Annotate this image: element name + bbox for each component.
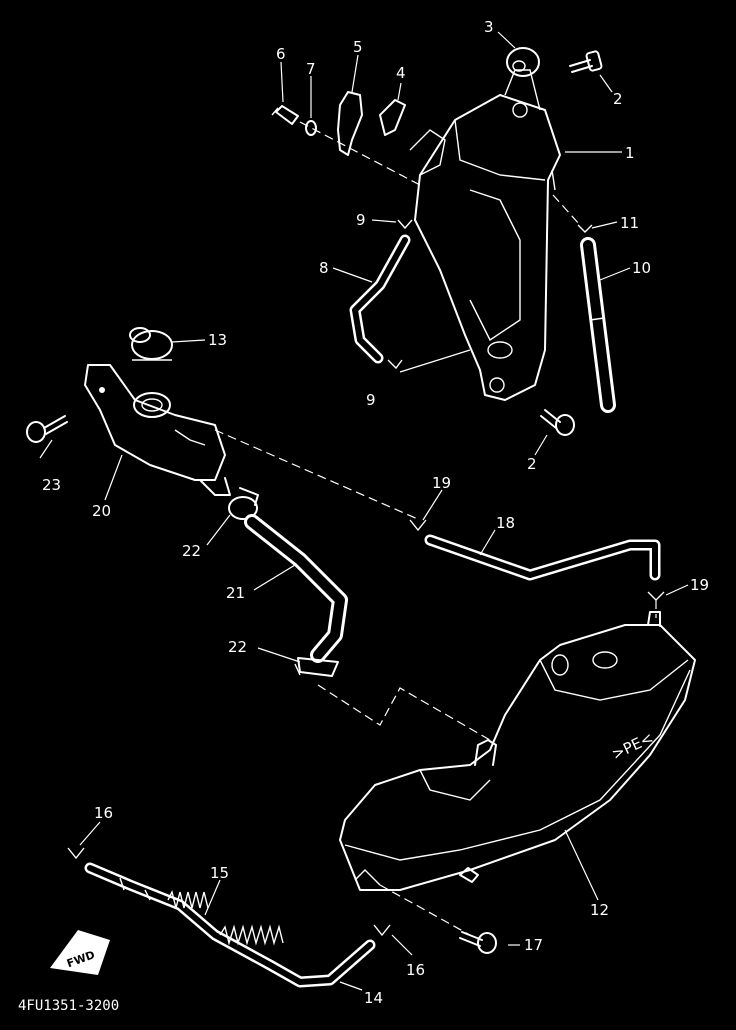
label-part-18: 18: [496, 514, 515, 532]
label-part-8: 8: [319, 259, 329, 277]
bolt-small: [271, 105, 299, 125]
label-part-23: 23: [42, 476, 61, 494]
label-part-6: 6: [276, 45, 286, 63]
label-part-9b: 9: [366, 391, 376, 409]
hose-protector-spring: [167, 889, 284, 946]
label-part-2a: 2: [613, 90, 623, 108]
diagram-code: 4FU1351-3200: [18, 998, 119, 1014]
breather-clip-left: [409, 519, 427, 532]
mounting-bolt: [26, 415, 68, 443]
hose-clip-lower-left: [67, 847, 85, 860]
label-part-12: 12: [590, 901, 609, 919]
label-part-10: 10: [632, 259, 651, 277]
label-part-14: 14: [364, 989, 383, 1007]
breather-hose: [424, 534, 661, 581]
hose-clip-lower-right: [373, 924, 391, 937]
hose-clip-top: [397, 219, 413, 230]
bolt-lower: [540, 409, 575, 436]
label-part-3: 3: [484, 18, 494, 36]
bolt-upper: [569, 50, 603, 73]
label-part-19b: 19: [690, 576, 709, 594]
overflow-hose-lower: [84, 862, 376, 988]
label-part-20: 20: [92, 502, 111, 520]
label-part-21: 21: [226, 584, 245, 602]
hose-clip-bottom: [387, 359, 403, 370]
breather-clip-right: [647, 591, 665, 601]
label-part-22a: 22: [182, 542, 201, 560]
filler-neck-assembly: [84, 364, 231, 496]
vent-hose: [580, 237, 616, 413]
reservoir-cap: [506, 47, 540, 77]
label-part-16a: 16: [94, 804, 113, 822]
hose-clamp-upper: [228, 487, 259, 520]
overflow-hose-upper: [349, 234, 411, 364]
label-part-22b: 22: [228, 638, 247, 656]
label-part-13: 13: [208, 331, 227, 349]
radiator-hose: [244, 514, 348, 663]
label-part-1: 1: [625, 144, 635, 162]
label-part-5: 5: [353, 38, 363, 56]
filler-cap: [129, 327, 173, 361]
label-part-9a: 9: [356, 211, 366, 229]
fwd-arrow-icon: FWD: [50, 930, 110, 975]
coolant-reservoir-tank: [339, 611, 696, 891]
bracket: [337, 91, 363, 156]
hose-clamp-lower: [294, 657, 339, 677]
label-part-7: 7: [306, 60, 316, 78]
label-part-11: 11: [620, 214, 639, 232]
tank-marking: >PE<: [609, 729, 656, 764]
label-part-16b: 16: [406, 961, 425, 979]
vent-hose-clip: [577, 224, 593, 233]
leader-lines: [39, 31, 689, 991]
washer: [305, 120, 317, 136]
label-part-2b: 2: [527, 455, 537, 473]
reservoir-tank-upper: [409, 69, 561, 401]
tank-bolt: [459, 931, 497, 954]
label-part-17: 17: [524, 936, 543, 954]
label-part-4: 4: [396, 64, 406, 82]
label-part-15: 15: [210, 864, 229, 882]
part-number-labels: 1 3 2 2 4 5 6 7 8 9 9 10 11 13 23 20 22 …: [42, 18, 709, 1007]
label-part-19a: 19: [432, 474, 451, 492]
rubber-clip: [379, 99, 406, 136]
